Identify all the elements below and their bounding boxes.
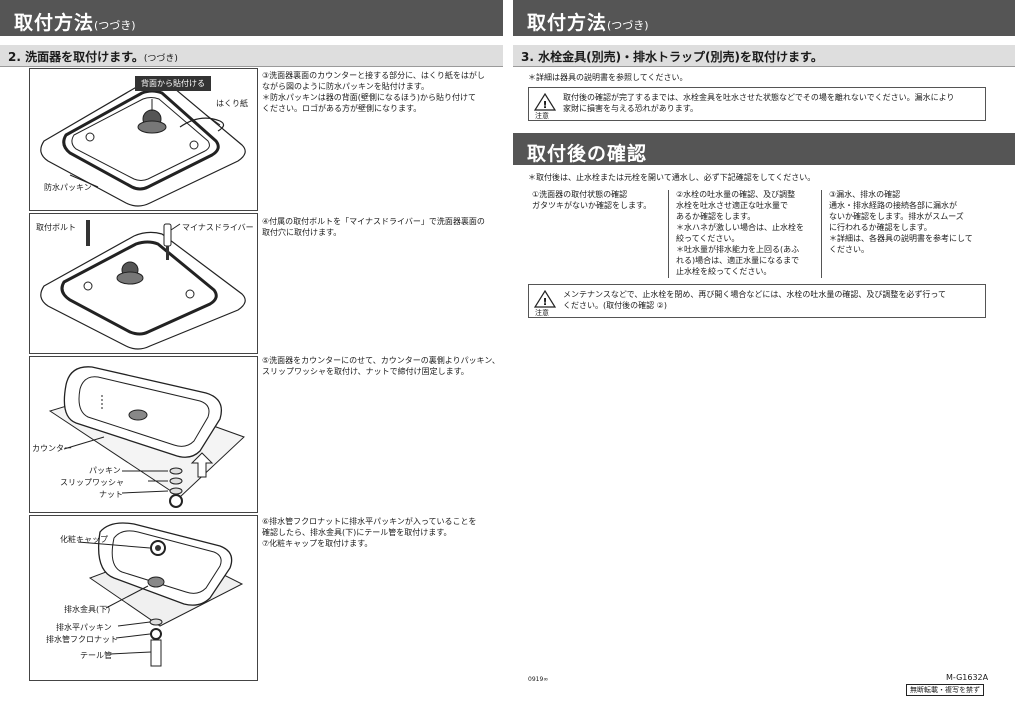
- figure-4-panel: 化粧キャップ 排水金具(下) 排水平パッキン 排水管フクロナット テール管: [29, 515, 258, 681]
- warning-1-label: 注意: [535, 112, 549, 120]
- left-section-bar: 2. 洗面器を取付けます。(つづき): [0, 45, 503, 67]
- check-3-line-1: ③漏水、排水の確認: [829, 190, 901, 199]
- check-header-title: 取付後の確認: [527, 143, 648, 165]
- flare-nut-label: 排水管フクロナット: [46, 635, 118, 644]
- doc-code: M-G1632A: [946, 673, 989, 682]
- check-item-3: ③漏水、排水の確認 通水・排水経路の接続各部に漏水が ないか確認をします。排水が…: [829, 189, 973, 255]
- right-header-title: 取付方法: [527, 12, 608, 34]
- warning-icon: ! 注意: [533, 92, 557, 120]
- check-divider-2: [821, 190, 822, 278]
- check-2-line-7: れる)場合は、適正水量になるまで: [676, 256, 800, 265]
- warning-icon-2: ! 注意: [533, 289, 557, 317]
- step-3-line-3: ＊防水パッキンは器の背面(壁側になるほう)から貼り付けて: [262, 93, 476, 102]
- bolt-label: 取付ボルト: [36, 223, 76, 232]
- detail-note: ＊詳細は器具の説明書を参照してください。: [528, 73, 688, 82]
- step-3-line-4: ください。ロゴがある方が壁側になります。: [262, 104, 422, 113]
- check-3-line-2: 通水・排水経路の接続各部に漏水が: [829, 201, 957, 210]
- step-5-line-1: ⑤洗面器をカウンターにのせて、カウンターの裏側よりパッキン、: [262, 356, 500, 365]
- slip-washer-label: スリップワッシャ: [60, 478, 124, 487]
- right-header-suffix: (つづき): [607, 19, 649, 32]
- check-2-line-4: ＊水ハネが激しい場合は、止水栓を: [676, 223, 804, 232]
- check-2-line-8: 止水栓を絞ってください。: [676, 267, 772, 276]
- svg-text:!: !: [543, 297, 548, 308]
- check-2-line-3: あるか確認をします。: [676, 212, 756, 221]
- left-header-title: 取付方法: [14, 12, 95, 34]
- check-item-1: ①洗面器の取付状態の確認 ガタツキがないか確認をします。: [532, 189, 651, 211]
- warning-2-line-2: ください。(取付後の確認 ②): [563, 301, 667, 310]
- right-section-title: 3. 水栓金具(別売)・排水トラップ(別売)を取付けます。: [521, 50, 823, 64]
- check-item-2: ②水栓の吐水量の確認、及び調整 水栓を吐水させ適正な吐水量で あるか確認をします…: [676, 189, 804, 277]
- right-header: 取付方法(つづき): [513, 0, 1015, 36]
- check-1-line-1: ①洗面器の取付状態の確認: [532, 190, 628, 199]
- figure-1-panel: 背面から貼付ける はくり紙 防水パッキン: [29, 68, 258, 211]
- check-3-line-5: ＊詳細は、各器具の説明書を参考にして: [829, 234, 973, 243]
- footer-left-code: 0919∞: [528, 676, 549, 683]
- warning-box-2: ! 注意 メンテナンスなどで、止水栓を閉め、再び開く場合などには、水栓の吐水量の…: [528, 284, 986, 318]
- step-4-line-1: ④付属の取付ボルトを「マイナスドライバー」で洗面器裏面の: [262, 217, 485, 226]
- packing-label-2: パッキン: [89, 466, 121, 475]
- check-2-line-1: ②水栓の吐水量の確認、及び調整: [676, 190, 796, 199]
- copy-notice: 無断転載・複写を禁ず: [906, 684, 984, 696]
- drain-fitting-label: 排水金具(下): [64, 605, 111, 614]
- step-6-line-2: 確認したら、排水金具(下)にテール管を取付けます。: [262, 528, 452, 537]
- svg-text:!: !: [543, 100, 548, 111]
- warning-2-line-1: メンテナンスなどで、止水栓を閉め、再び開く場合などには、水栓の吐水量の確認、及び…: [563, 290, 946, 299]
- left-header: 取付方法(つづき): [0, 0, 503, 36]
- check-2-line-2: 水栓を吐水させ適正な吐水量で: [676, 201, 788, 210]
- check-divider-1: [668, 190, 669, 278]
- driver-label: マイナスドライバー: [182, 223, 254, 232]
- release-paper-label: はくり紙: [216, 99, 248, 108]
- tail-pipe-label: テール管: [80, 651, 112, 660]
- warning-1-line-1: 取付後の確認が完了するまでは、水栓金具を吐水させた状態などでその場を離れないでく…: [563, 93, 955, 102]
- check-intro: ＊取付後は、止水栓または元栓を開いて通水し、必ず下記確認をしてください。: [528, 173, 816, 182]
- flat-packing-label: 排水平パッキン: [56, 623, 112, 632]
- step-3-line-2: ながら図のように防水パッキンを貼付けます。: [262, 82, 429, 91]
- warning-2-label: 注意: [535, 309, 549, 317]
- left-section-suffix: (つづき): [143, 54, 178, 64]
- figure-3-panel: カウンター パッキン スリップワッシャ ナット: [29, 356, 258, 513]
- right-section-bar: 3. 水栓金具(別売)・排水トラップ(別売)を取付けます。: [513, 45, 1015, 67]
- figure-3-illustration: [48, 366, 245, 508]
- step-5-text: ⑤洗面器をカウンターにのせて、カウンターの裏側よりパッキン、 スリップワッシャを…: [262, 355, 500, 377]
- check-3-line-3: ないか確認をします。排水がスムーズ: [829, 212, 964, 221]
- step-6-7-text: ⑥排水管フクロナットに排水平パッキンが入っていることを 確認したら、排水金具(下…: [262, 516, 477, 549]
- left-header-suffix: (つづき): [94, 19, 136, 32]
- left-section-title: 2. 洗面器を取付けます。: [8, 50, 144, 64]
- check-2-line-5: 絞ってください。: [676, 234, 740, 243]
- figure-2-panel: 取付ボルト マイナスドライバー: [29, 213, 258, 354]
- step-5-line-2: スリップワッシャを取付け、ナットで締付け固定します。: [262, 367, 469, 376]
- check-1-line-2: ガタツキがないか確認をします。: [532, 201, 652, 210]
- check-3-line-4: に行われるか確認をします。: [829, 223, 932, 232]
- nut-label: ナット: [99, 490, 123, 499]
- step-6-line-1: ⑥排水管フクロナットに排水平パッキンが入っていることを: [262, 517, 477, 526]
- packing-label: 防水パッキン: [44, 183, 92, 192]
- step-4-text: ④付属の取付ボルトを「マイナスドライバー」で洗面器裏面の 取付穴に取付けます。: [262, 216, 485, 238]
- figure-1-illustration: [40, 80, 246, 207]
- counter-label: カウンター: [32, 444, 72, 453]
- warning-1-line-2: 家財に損害を与える恐れがあります。: [563, 104, 698, 113]
- step-4-line-2: 取付穴に取付けます。: [262, 228, 342, 237]
- step-3-line-1: ③洗面器裏面のカウンターと接する部分に、はくり紙をはがし: [262, 71, 485, 80]
- cap-label: 化粧キャップ: [60, 535, 108, 544]
- figure-4-illustration: [77, 522, 244, 667]
- callout-back-label: 背面から貼付ける: [135, 76, 211, 91]
- step-7-line-1: ⑦化粧キャップを取付けます。: [262, 539, 373, 548]
- figure-2-illustration: [40, 220, 246, 350]
- check-3-line-6: ください。: [829, 245, 869, 254]
- step-3-text: ③洗面器裏面のカウンターと接する部分に、はくり紙をはがし ながら図のように防水パ…: [262, 70, 485, 114]
- warning-box-1: ! 注意 取付後の確認が完了するまでは、水栓金具を吐水させた状態などでその場を離…: [528, 87, 986, 121]
- check-header: 取付後の確認: [513, 133, 1015, 165]
- check-2-line-6: ＊吐水量が排水能力を上回る(あふ: [676, 245, 800, 254]
